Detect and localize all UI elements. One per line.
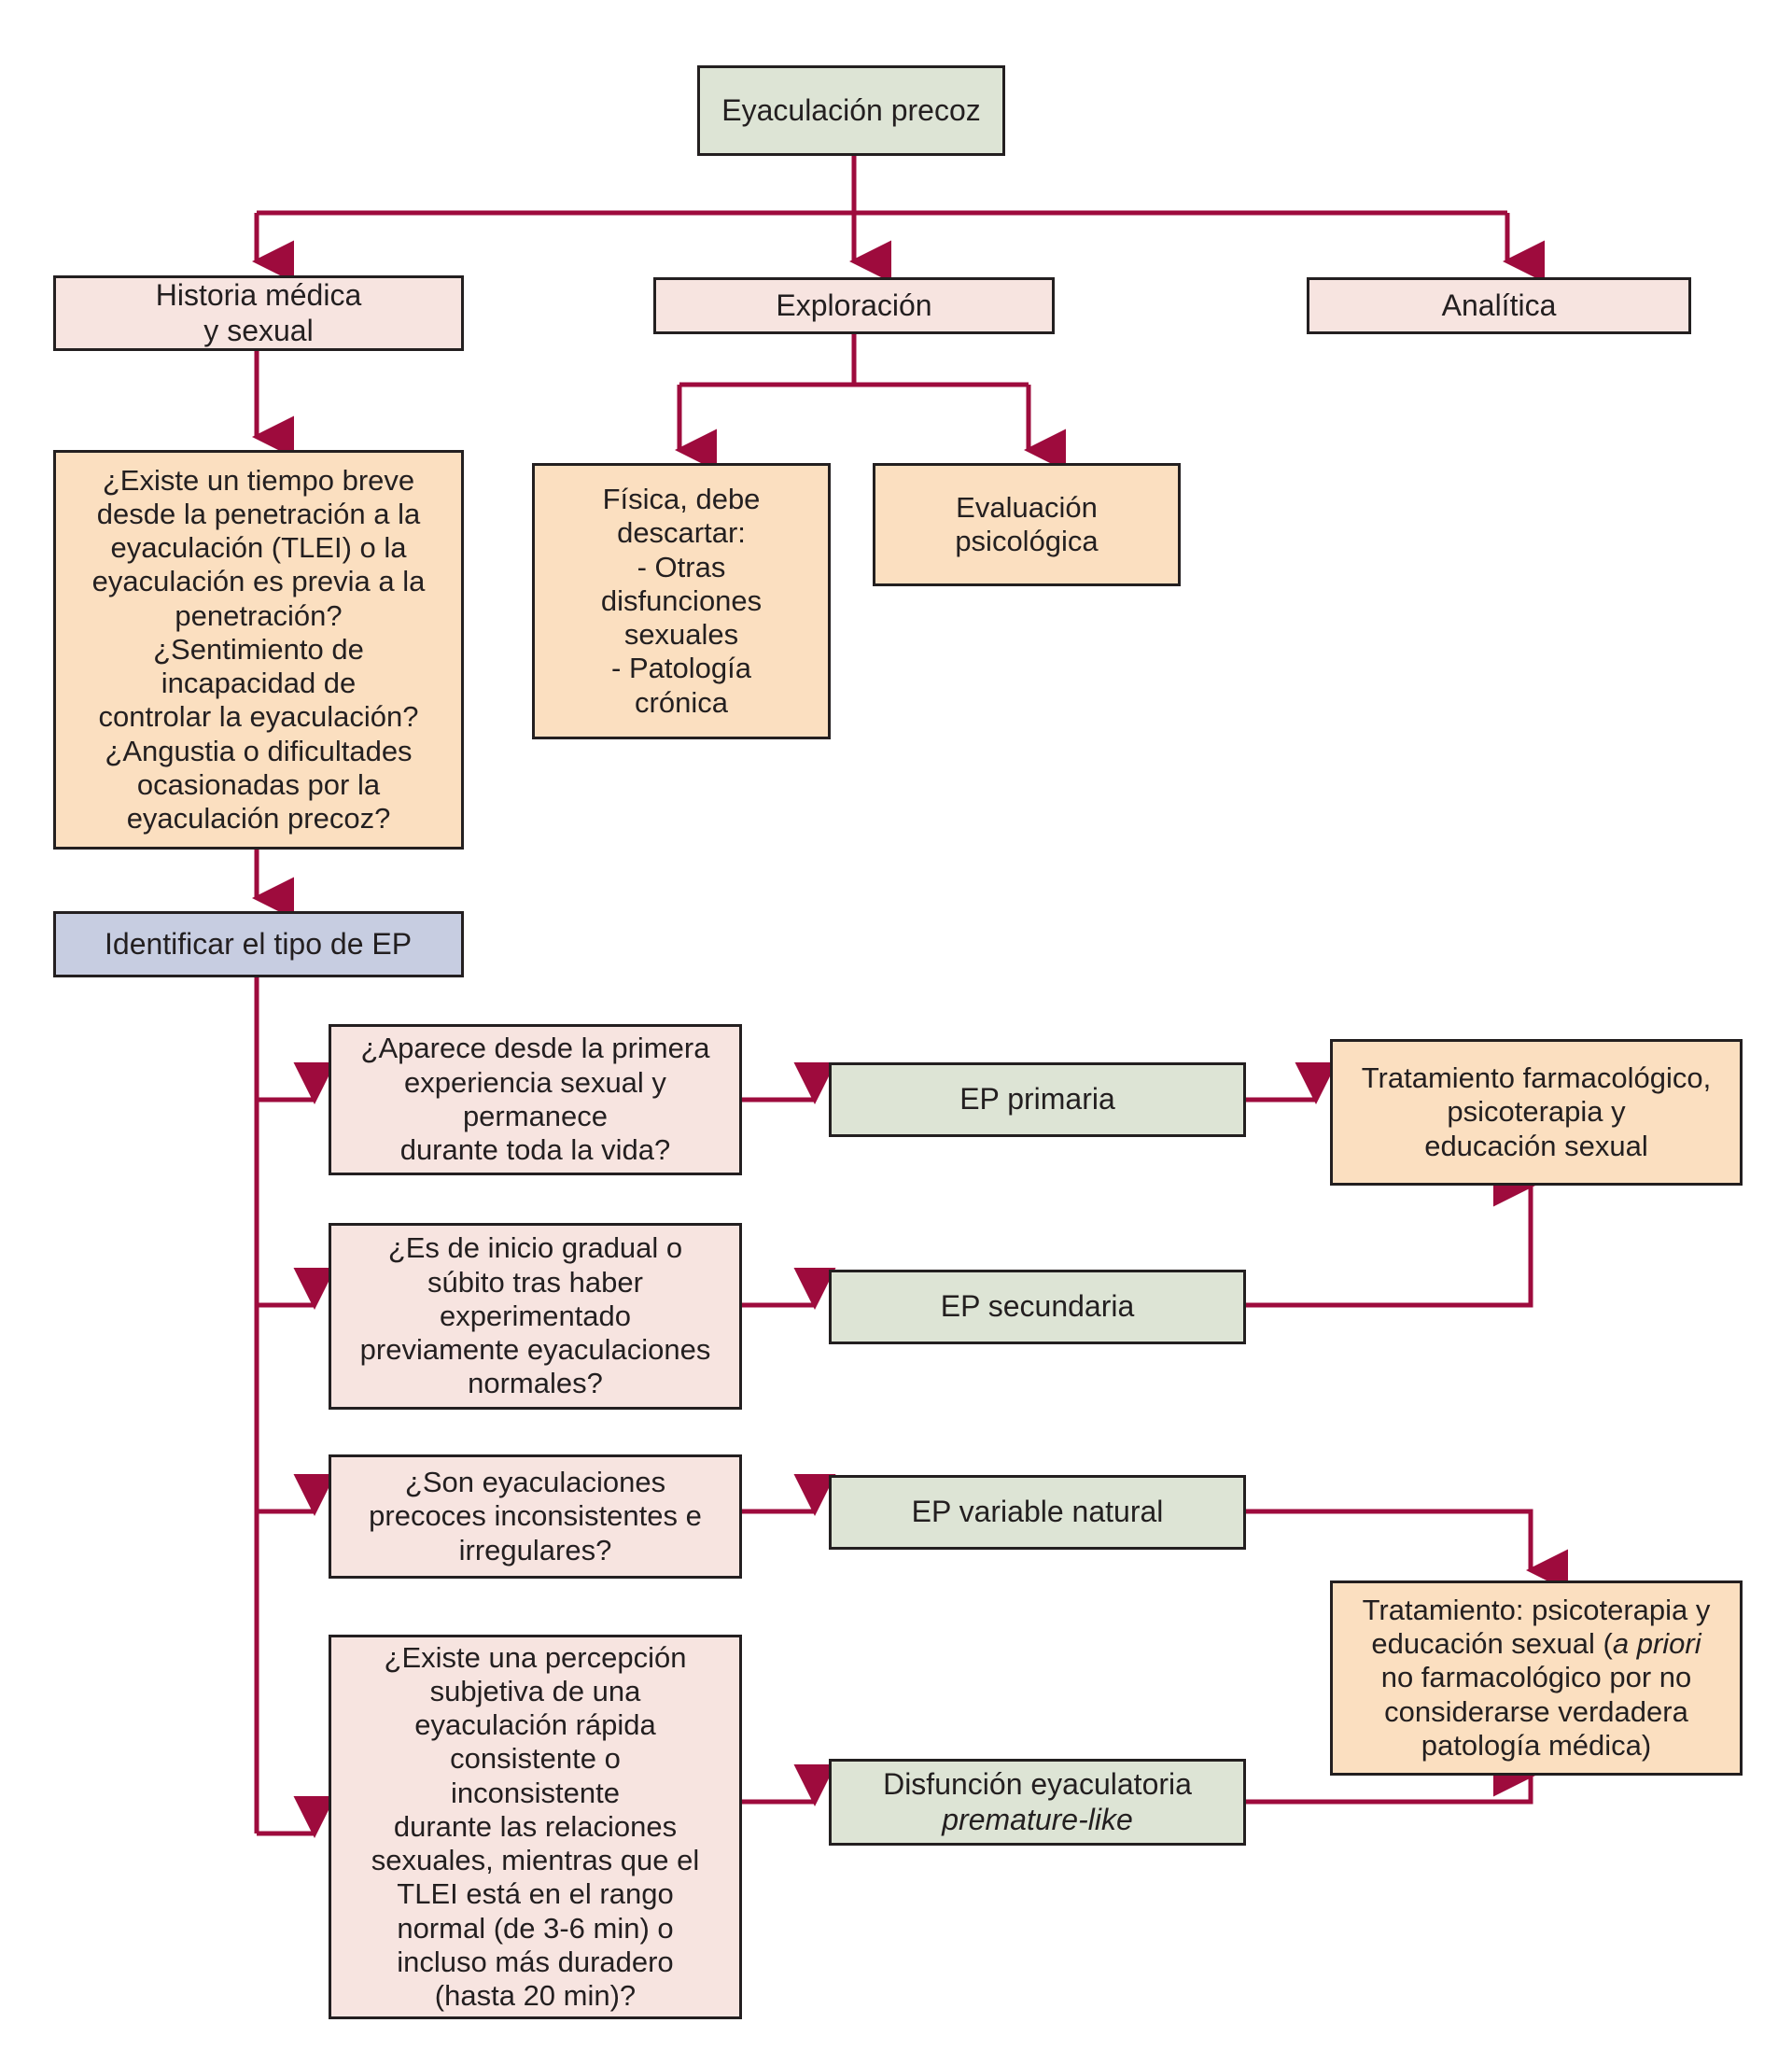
disfuncion-line-1: Disfunción eyaculatoria — [883, 1767, 1192, 1802]
a-priori-italic: a priori — [1612, 1627, 1701, 1661]
node-eyaculacion-precoz[interactable]: Eyaculación precoz — [697, 65, 1005, 156]
node-tratamiento-psicoterapia[interactable]: Tratamiento: psicoterapia y educación se… — [1330, 1580, 1743, 1776]
node-evaluacion-psicologica[interactable]: Evaluación psicológica — [873, 463, 1181, 586]
node-ep-variable-natural[interactable]: EP variable natural — [829, 1475, 1246, 1550]
node-historia-medica-y-sexual[interactable]: Historia médica y sexual — [53, 275, 464, 351]
node-ep-primaria[interactable]: EP primaria — [829, 1062, 1246, 1137]
node-disfuncion-premature-like[interactable]: Disfunción eyaculatoria premature-like — [829, 1759, 1246, 1846]
node-question-ep-secundaria[interactable]: ¿Es de inicio gradual o súbito tras habe… — [329, 1223, 742, 1410]
node-analitica[interactable]: Analítica — [1307, 277, 1691, 334]
disfuncion-line-2-italic: premature-like — [942, 1802, 1133, 1836]
edge-disfuncion-to-tratamiento2 — [1246, 1754, 1535, 1805]
node-tratamiento-farmacologico[interactable]: Tratamiento farmacológico, psicoterapia … — [1330, 1039, 1743, 1186]
edge-ep-secundaria-to-tratamiento — [1246, 1164, 1535, 1308]
tratamiento2-line-1: Tratamiento: psicoterapia y — [1362, 1593, 1711, 1626]
tratamiento2-rest: no farmacológico por no considerarse ver… — [1380, 1661, 1692, 1762]
tratamiento2-line-2: educación sexual (a priori — [1371, 1627, 1701, 1661]
node-question-ep-variable-natural[interactable]: ¿Son eyaculaciones precoces inconsistent… — [329, 1454, 742, 1579]
node-identificar-tipo-ep[interactable]: Identificar el tipo de EP — [53, 911, 464, 977]
node-exploracion[interactable]: Exploración — [653, 277, 1055, 334]
node-question-ep-primaria[interactable]: ¿Aparece desde la primera experiencia se… — [329, 1024, 742, 1175]
tratamiento2-line-2-plain: educación sexual ( — [1371, 1627, 1613, 1661]
node-ep-secundaria[interactable]: EP secundaria — [829, 1270, 1246, 1344]
node-question-premature-like[interactable]: ¿Existe una percepción subjetiva de una … — [329, 1635, 742, 2019]
node-exploracion-fisica[interactable]: Física, debe descartar: - Otras disfunci… — [532, 463, 831, 739]
edge-ep-variable-to-tratamiento2 — [1246, 1509, 1568, 1592]
node-preguntas-historia[interactable]: ¿Existe un tiempo breve desde la penetra… — [53, 450, 464, 850]
